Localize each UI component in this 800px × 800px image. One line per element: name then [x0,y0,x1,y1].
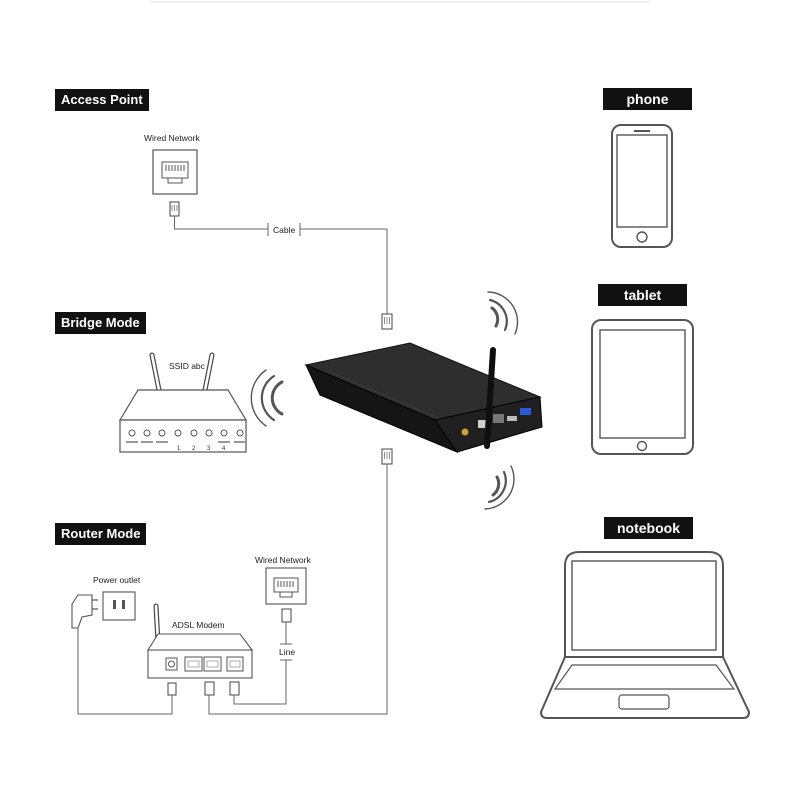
wired-network-label-bottom: Wired Network [255,555,311,565]
wifi-waves-icon [250,369,284,427]
tablet-icon [591,319,694,455]
notebook-icon [539,551,751,719]
rj45-plug-icon [381,313,393,330]
adsl-modem-icon [147,603,254,679]
cable-label: Cable [273,225,296,235]
wifi-waves-icon [487,291,519,335]
router-port-2: 2 [192,446,196,452]
router-icon [118,352,248,453]
adsl-modem-label: ADSL Modem [172,620,225,630]
ethernet-jack-icon [152,149,198,195]
phone-icon [611,124,673,248]
bridge-mode-tag: Bridge Mode [55,312,146,334]
notebook-tag: notebook [604,517,693,539]
antenna-icon [484,347,496,449]
power-connector-icon [167,682,177,696]
wired-network-label: Wired Network [144,133,200,143]
line-label: Line [279,647,296,657]
access-point-cable [174,216,388,314]
power-outlet-icon [102,591,136,621]
rj45-plug-icon [229,681,240,696]
router-port-4: 4 [222,446,226,452]
rj45-plug-icon [281,608,292,623]
central-device [304,342,543,454]
router-port-1: 1 [177,446,181,452]
rj45-plug-icon [169,201,180,217]
power-plug-icon [71,594,98,629]
power-outlet-label: Power outlet [93,575,141,585]
router-mode-tag: Router Mode [55,523,147,545]
router-port-3: 3 [207,446,211,452]
ethernet-jack-icon [265,567,307,605]
access-point-tag: Access Point [55,89,149,111]
router-mode-cables [77,464,388,715]
tablet-tag: tablet [598,284,687,306]
ssid-label: SSID abc [169,361,205,371]
wifi-waves-icon [484,465,515,510]
rj45-plug-icon [204,681,215,696]
rj45-plug-icon [381,448,393,465]
phone-tag: phone [603,88,692,110]
